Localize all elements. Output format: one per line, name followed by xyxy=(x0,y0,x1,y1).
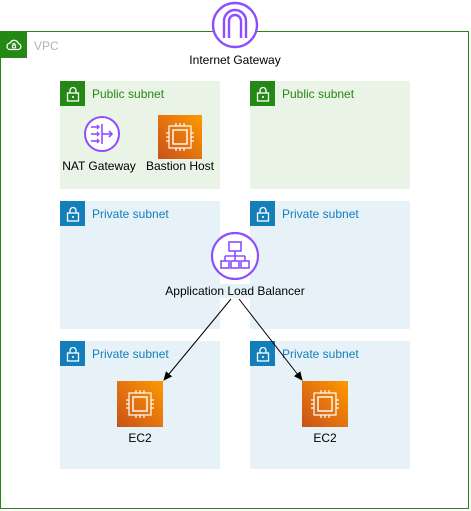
bastion-host-label: Bastion Host xyxy=(145,159,215,173)
private-subnet-mid-right: Private subnet xyxy=(250,201,410,329)
lock-icon xyxy=(60,81,85,106)
load-balancer-icon xyxy=(210,231,260,286)
subnet-label: Public subnet xyxy=(282,87,355,101)
alb-label: Application Load Balancer xyxy=(165,284,305,298)
subnet-label: Private subnet xyxy=(282,207,359,221)
internet-gateway-label: Internet Gateway xyxy=(189,53,281,67)
ec2-right-label: EC2 xyxy=(313,431,337,445)
ec2-instance-icon xyxy=(302,381,348,427)
ec2-instance-icon xyxy=(117,381,163,427)
subnet-label: Private subnet xyxy=(92,347,169,361)
public-subnet-right: Public subnet xyxy=(250,81,410,189)
internet-gateway-icon xyxy=(211,1,259,54)
vpc-cloud-icon xyxy=(1,32,27,58)
subnet-label: Public subnet xyxy=(92,87,165,101)
lock-icon xyxy=(60,341,85,366)
lock-icon xyxy=(250,81,275,106)
subnet-label: Private subnet xyxy=(92,207,169,221)
subnet-label: Private subnet xyxy=(282,347,359,361)
ec2-instance-icon xyxy=(158,115,202,159)
ec2-left-label: EC2 xyxy=(128,431,152,445)
lock-icon xyxy=(250,341,275,366)
nat-gateway-label: NAT Gateway xyxy=(62,159,136,173)
lock-icon xyxy=(250,201,275,226)
nat-gateway-icon xyxy=(83,115,121,158)
vpc-label: VPC xyxy=(34,39,59,53)
lock-icon xyxy=(60,201,85,226)
private-subnet-mid-left: Private subnet xyxy=(60,201,220,329)
